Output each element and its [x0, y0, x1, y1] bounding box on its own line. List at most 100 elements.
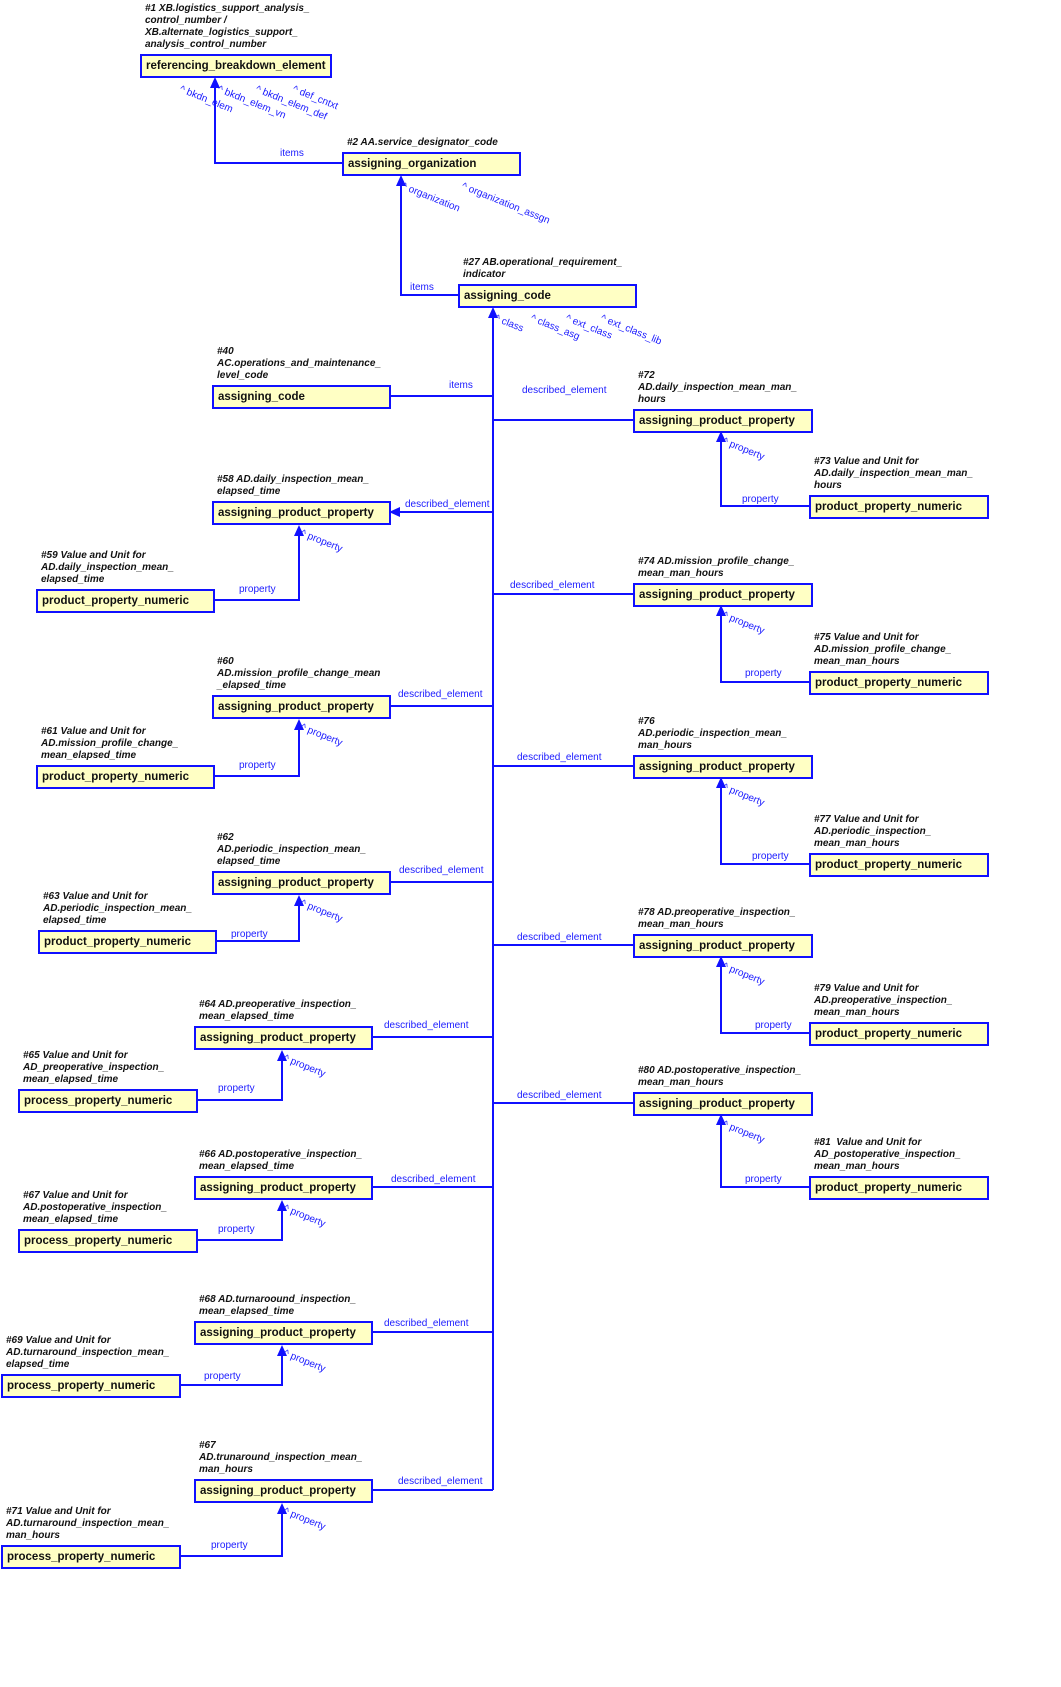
entity-box[interactable]: assigning_product_property: [194, 1026, 373, 1050]
arrowhead-icon: [716, 956, 726, 967]
entity-annotation: #60 AD.mission_profile_change_mean _elap…: [217, 656, 381, 691]
connector-line: [177, 1509, 283, 1557]
arrowhead-icon: [716, 431, 726, 442]
property-label: property: [755, 1020, 792, 1031]
connector-line: [213, 901, 300, 942]
property-label: property: [239, 760, 276, 771]
described-element-label: described_element: [384, 1318, 469, 1329]
arrowhead-icon: [716, 777, 726, 788]
property-label: property: [218, 1224, 255, 1235]
described-element-label: described_element: [398, 1476, 483, 1487]
arrowhead-icon: [716, 605, 726, 616]
entity-box[interactable]: product_property_numeric: [809, 1176, 989, 1200]
entity-annotation: #61 Value and Unit for AD.mission_profil…: [41, 726, 179, 761]
entity-annotation: #64 AD.preoperative_inspection_ mean_ela…: [199, 999, 357, 1022]
arrowhead-icon: [210, 77, 220, 88]
entity-box[interactable]: assigning_organization: [342, 152, 521, 176]
entity-box[interactable]: assigning_product_property: [194, 1479, 373, 1503]
connector-line: [211, 531, 300, 601]
entity-box[interactable]: product_property_numeric: [809, 495, 989, 519]
entity-box[interactable]: process_property_numeric: [18, 1229, 198, 1253]
entity-annotation: #63 Value and Unit for AD.periodic_inspe…: [43, 891, 192, 926]
entity-annotation: #27 AB.operational_requirement_ indicato…: [463, 257, 623, 280]
entity-box[interactable]: product_property_numeric: [36, 589, 215, 613]
items-label: items: [410, 282, 434, 293]
entity-box[interactable]: assigning_product_property: [212, 871, 391, 895]
entity-annotation: #40 AC.operations_and_maintenance_ level…: [217, 346, 381, 381]
arrowhead-icon: [716, 1114, 726, 1125]
property-label: property: [742, 494, 779, 505]
entity-annotation: #65 Value and Unit for AD_preoperative_i…: [23, 1050, 165, 1085]
connector-line: [194, 1056, 283, 1101]
entity-box[interactable]: referencing_breakdown_element: [140, 54, 332, 78]
entity-box[interactable]: assigning_product_property: [633, 409, 813, 433]
entity-annotation: #67 AD.trunaround_inspection_mean_ man_h…: [199, 1440, 363, 1475]
property-label: property: [745, 668, 782, 679]
property-label: property: [745, 1174, 782, 1185]
entity-annotation: #1 XB.logistics_support_analysis_ contro…: [145, 3, 310, 50]
entity-box[interactable]: process_property_numeric: [1, 1374, 181, 1398]
property-label: property: [239, 584, 276, 595]
connector-line: [720, 437, 809, 507]
connector-line: [211, 725, 300, 777]
arrowhead-icon: [277, 1200, 287, 1211]
described-element-label: described_element: [517, 932, 602, 943]
arrowhead-icon: [277, 1050, 287, 1061]
connector-line: [177, 1351, 283, 1386]
entity-box[interactable]: assigning_product_property: [633, 1092, 813, 1116]
entity-box[interactable]: product_property_numeric: [809, 853, 989, 877]
entity-box[interactable]: product_property_numeric: [38, 930, 217, 954]
entity-box[interactable]: assigning_code: [212, 385, 391, 409]
arrowhead-icon: [396, 175, 406, 186]
property-label: property: [752, 851, 789, 862]
connector-line: [400, 178, 458, 296]
connector-line: [720, 1120, 809, 1188]
described-element-label: described_element: [510, 580, 595, 591]
entity-box[interactable]: process_property_numeric: [1, 1545, 181, 1569]
described-element-label: described_element: [398, 689, 483, 700]
entity-annotation: #2 AA.service_designator_code: [347, 137, 498, 148]
entity-box[interactable]: process_property_numeric: [18, 1089, 198, 1113]
property-label: property: [211, 1540, 248, 1551]
entity-box[interactable]: product_property_numeric: [36, 765, 215, 789]
described-element-label: described_element: [399, 865, 484, 876]
entity-annotation: #69 Value and Unit for AD.turnaround_ins…: [6, 1335, 170, 1370]
entity-box[interactable]: assigning_product_property: [633, 934, 813, 958]
entity-box[interactable]: assigning_product_property: [212, 695, 391, 719]
arrowhead-icon: [277, 1503, 287, 1514]
property-label: property: [231, 929, 268, 940]
entity-annotation: #76 AD.periodic_inspection_mean_ man_hou…: [638, 716, 787, 751]
entity-box[interactable]: product_property_numeric: [809, 1022, 989, 1046]
entity-annotation: #81 Value and Unit for AD_postoperative_…: [814, 1137, 961, 1172]
items-label: items: [280, 148, 304, 159]
connector-line: [720, 783, 809, 865]
described-element-label: described_element: [517, 1090, 602, 1101]
entity-box[interactable]: product_property_numeric: [809, 671, 989, 695]
entity-annotation: #80 AD.postoperative_inspection_ mean_ma…: [638, 1065, 802, 1088]
described-element-label: described_element: [384, 1020, 469, 1031]
connector-line: [194, 1206, 283, 1241]
arrowhead-icon: [294, 895, 304, 906]
connector-line: [720, 962, 809, 1034]
connector-line: [214, 80, 342, 164]
arrowhead-icon: [294, 525, 304, 536]
entity-annotation: #77 Value and Unit for AD.periodic_inspe…: [814, 814, 932, 849]
entity-annotation: #71 Value and Unit for AD.turnaround_ins…: [6, 1506, 170, 1541]
entity-annotation: #67 Value and Unit for AD.postoperative_…: [23, 1190, 167, 1225]
entity-annotation: #79 Value and Unit for AD.preoperative_i…: [814, 983, 953, 1018]
entity-annotation: #62 AD.periodic_inspection_mean_ elapsed…: [217, 832, 366, 867]
arrowhead-icon: [488, 307, 498, 318]
entity-box[interactable]: assigning_product_property: [633, 583, 813, 607]
arrowhead-icon: [277, 1345, 287, 1356]
entity-box[interactable]: assigning_product_property: [194, 1176, 373, 1200]
described-element-label: described_element: [391, 1174, 476, 1185]
described-element-label: described_element: [405, 499, 490, 510]
entity-annotation: #72 AD.daily_inspection_mean_man_ hours: [638, 370, 797, 405]
entity-box[interactable]: assigning_code: [458, 284, 637, 308]
entity-box[interactable]: assigning_product_property: [212, 501, 391, 525]
entity-box[interactable]: assigning_product_property: [194, 1321, 373, 1345]
described-element-label: described_element: [517, 752, 602, 763]
entity-box[interactable]: assigning_product_property: [633, 755, 813, 779]
